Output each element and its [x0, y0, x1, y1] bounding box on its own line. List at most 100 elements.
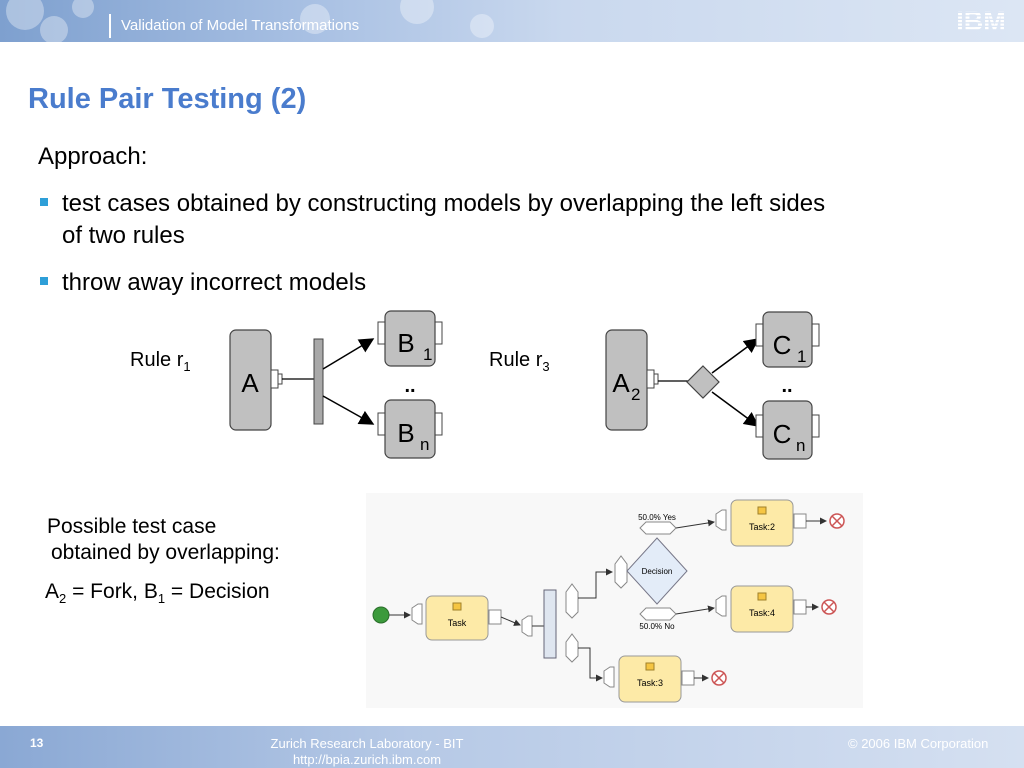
edge-arrow — [711, 391, 760, 427]
ibm-logo: IBM — [956, 6, 1006, 34]
header-divider — [109, 14, 111, 38]
bullet-item: test cases obtained by constructing mode… — [38, 188, 998, 258]
ellipsis: .. — [404, 375, 415, 397]
ellipsis: .. — [781, 375, 792, 397]
caption-line: obtained by overlapping: — [51, 541, 280, 564]
decision-diamond — [686, 365, 720, 399]
task3-label: Task:3 — [637, 678, 663, 688]
rule-r3-text: Rule r — [489, 349, 543, 371]
decision-node — [626, 537, 688, 605]
node-a: A — [229, 329, 283, 431]
node-bn-sub: n — [420, 435, 429, 454]
decor-dot — [40, 16, 68, 42]
node-c1-label: C — [773, 330, 792, 360]
rule-r1-text: Rule r — [130, 349, 184, 371]
task-node: Task — [411, 595, 502, 641]
task2-label: Task:2 — [749, 522, 775, 532]
page-number: 13 — [30, 736, 44, 750]
input-connector — [411, 603, 423, 625]
output-connector — [488, 609, 502, 625]
input-connector — [715, 509, 727, 531]
flow — [500, 616, 521, 626]
process-model: Task Decision 50.0% Yes 50.0% No Task:2 — [366, 493, 863, 708]
edge-arrow — [322, 395, 375, 425]
eq-sub: 2 — [59, 591, 67, 607]
node-bn-label: B — [397, 418, 414, 448]
decor-dot — [72, 0, 94, 18]
node-a-label: A — [241, 368, 259, 398]
node-a2-sub: 2 — [631, 385, 640, 404]
flow — [578, 647, 603, 682]
input-connector — [603, 666, 615, 688]
rule-r3-diagram: A 2 C 1 .. C n — [605, 311, 820, 460]
caption-line: Possible test case — [47, 515, 217, 538]
task4-node: Task:4 — [730, 585, 807, 633]
bullet-item: throw away incorrect models — [38, 267, 538, 301]
footer-lab: Zurich Research Laboratory - BIT http://… — [262, 736, 472, 768]
eq-sub: 1 — [157, 591, 166, 607]
no-label: 50.0% No — [639, 622, 675, 631]
copyright: © 2006 IBM Corporation — [848, 736, 989, 751]
decor-dot — [470, 14, 494, 38]
rule-r3-sub: 3 — [542, 359, 550, 374]
output-connector — [793, 513, 807, 529]
task3-node: Task:3 — [618, 655, 695, 703]
decision-output — [639, 521, 677, 535]
header-bar: Validation of Model Transformations IBM — [0, 0, 1024, 42]
fork-output — [565, 633, 579, 663]
eq-part: = Decision — [165, 580, 270, 603]
rule-r1-label: Rule r1 — [130, 349, 191, 374]
input-connector — [715, 595, 727, 617]
bullet-marker — [40, 198, 48, 206]
approach-label: Approach: — [38, 143, 148, 170]
rule-r3-label: Rule r3 — [489, 349, 550, 374]
decor-dot — [300, 4, 330, 34]
decision-input — [614, 555, 628, 589]
node-cn: C n — [755, 400, 820, 460]
node-a2: A 2 — [605, 329, 659, 431]
bullet-line: test cases obtained by constructing mode… — [62, 190, 826, 217]
end-event-icon — [829, 513, 845, 529]
node-bn: B n — [377, 399, 443, 459]
task-box — [730, 585, 794, 633]
page-title: Rule Pair Testing (2) — [28, 83, 307, 115]
input-connector — [521, 615, 533, 637]
task4-label: Task:4 — [749, 608, 775, 618]
flow — [675, 605, 715, 615]
task-icon — [645, 662, 655, 671]
node-c1-sub: 1 — [797, 347, 806, 366]
footer-bar: 13 Zurich Research Laboratory - BIT http… — [0, 726, 1024, 768]
edge-arrow — [711, 338, 760, 374]
decor-dot — [6, 0, 44, 30]
eq-part: = Fork, B — [66, 580, 158, 603]
task2-node: Task:2 — [730, 499, 807, 547]
yes-label: 50.0% Yes — [638, 513, 676, 522]
task-icon — [452, 602, 462, 611]
task-icon — [757, 592, 767, 601]
edge-arrow — [322, 338, 375, 370]
start-event — [372, 606, 390, 624]
task-box — [425, 595, 489, 641]
lab-url[interactable]: http://bpia.zurich.ibm.com — [292, 752, 442, 767]
node-b1: B 1 — [377, 310, 443, 367]
node-b1-label: B — [397, 328, 414, 358]
rule-r1-diagram: A B 1 .. B n — [229, 310, 443, 459]
output-connector — [793, 599, 807, 615]
bullet-text: throw away incorrect models — [62, 269, 367, 296]
lab-name: Zurich Research Laboratory - BIT — [270, 736, 464, 751]
flow — [578, 568, 613, 599]
bullet-marker — [40, 277, 48, 285]
node-b1-sub: 1 — [423, 345, 432, 364]
overlap-equation: A2 = Fork, B1 = Decision — [45, 580, 270, 606]
ibm-logo-text: IBM — [956, 6, 1006, 34]
output-connector — [681, 670, 695, 686]
bullet-line: of two rules — [62, 222, 185, 249]
task-box — [730, 499, 794, 547]
decision-output — [639, 607, 677, 621]
fork-output — [565, 583, 579, 619]
node-c1: C 1 — [755, 311, 820, 368]
eq-part: A — [45, 580, 60, 603]
decision-label: Decision — [642, 567, 673, 576]
fork-bar — [543, 589, 557, 659]
